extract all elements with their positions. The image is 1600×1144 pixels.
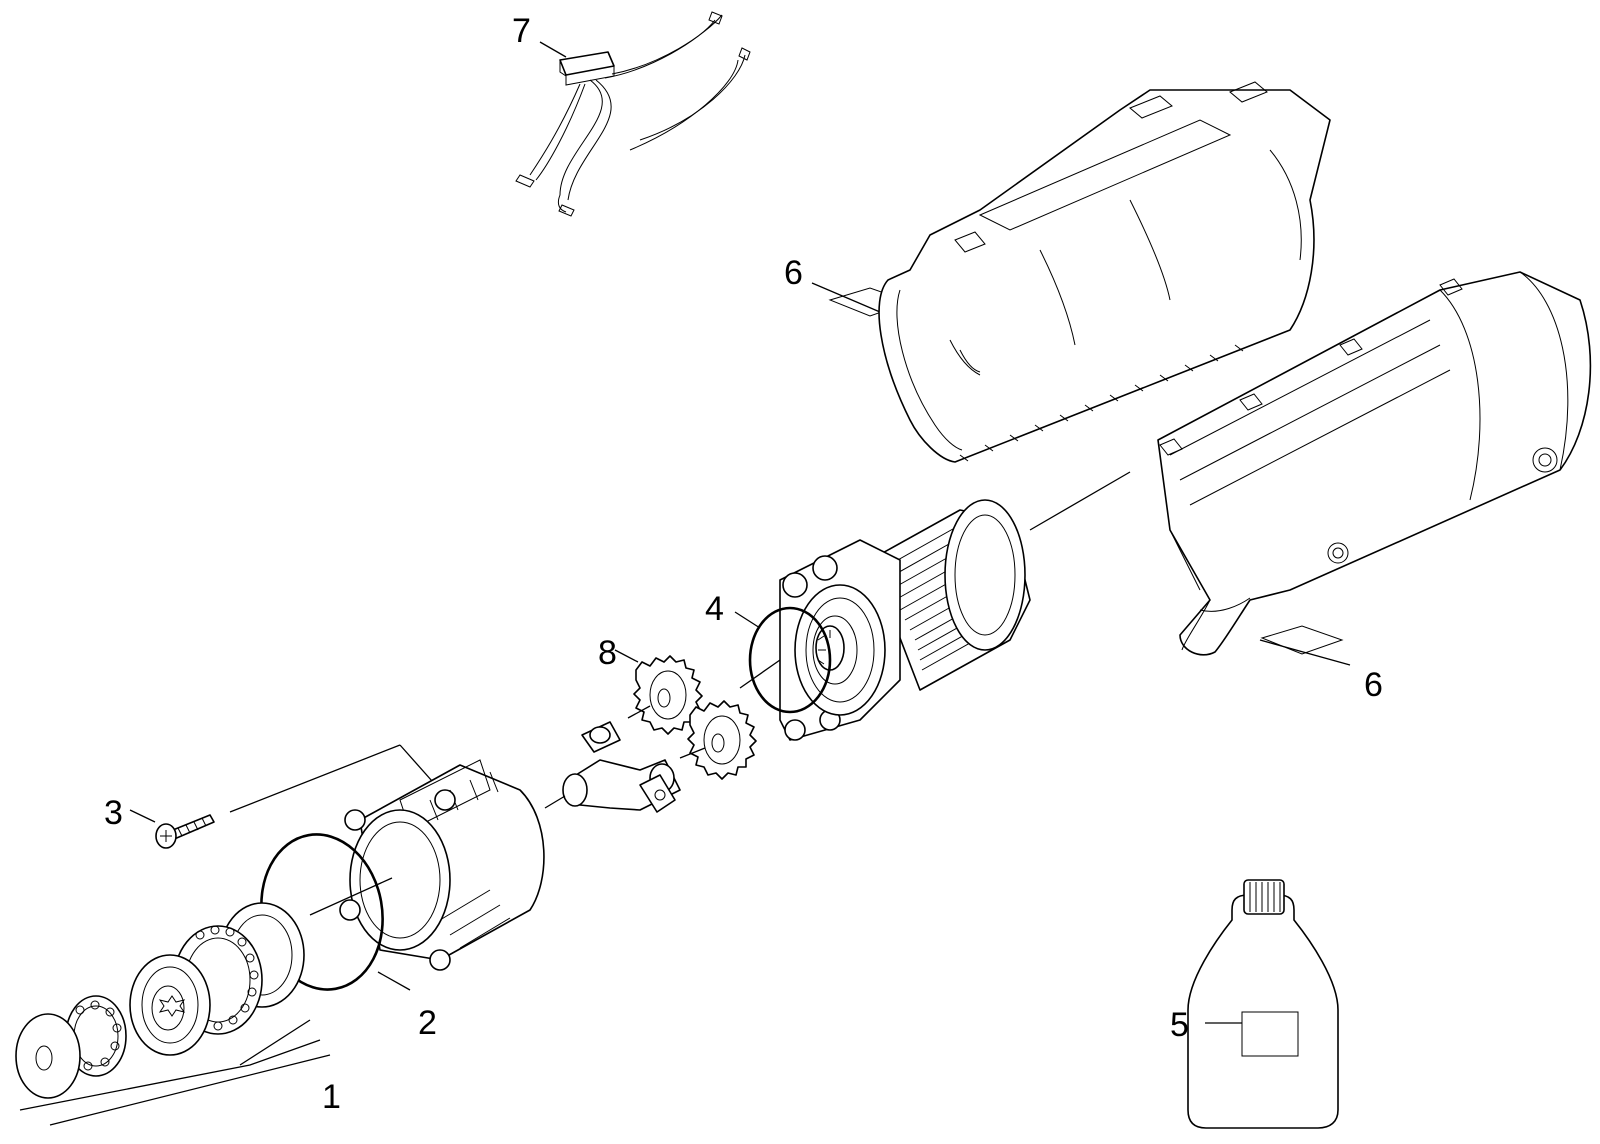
shaft-valve-piece [544,721,681,813]
part-4-o-ring [734,606,832,714]
callout-1: 1 [322,1078,341,1116]
callout-8: 8 [598,634,617,672]
callout-6-upper: 6 [784,254,803,292]
part-1-bearing-set [15,902,331,1126]
part-6-lower-housing [1157,271,1592,666]
assembly-leader-line [1029,471,1131,531]
callout-4: 4 [705,590,724,628]
part-7-cable-harness [515,11,751,217]
part-5-bottle [1187,879,1339,1129]
callout-6-lower: 6 [1364,666,1383,704]
callout-3: 3 [104,794,123,832]
part-6-upper-housing [811,81,1331,463]
pump-housing [229,744,545,971]
part-3-screw [129,809,215,849]
motor-assembly [779,499,1031,741]
callout-2: 2 [418,1004,437,1042]
part-8-gears [614,649,757,780]
callout-5: 5 [1170,1006,1189,1044]
callout-7: 7 [512,12,531,50]
